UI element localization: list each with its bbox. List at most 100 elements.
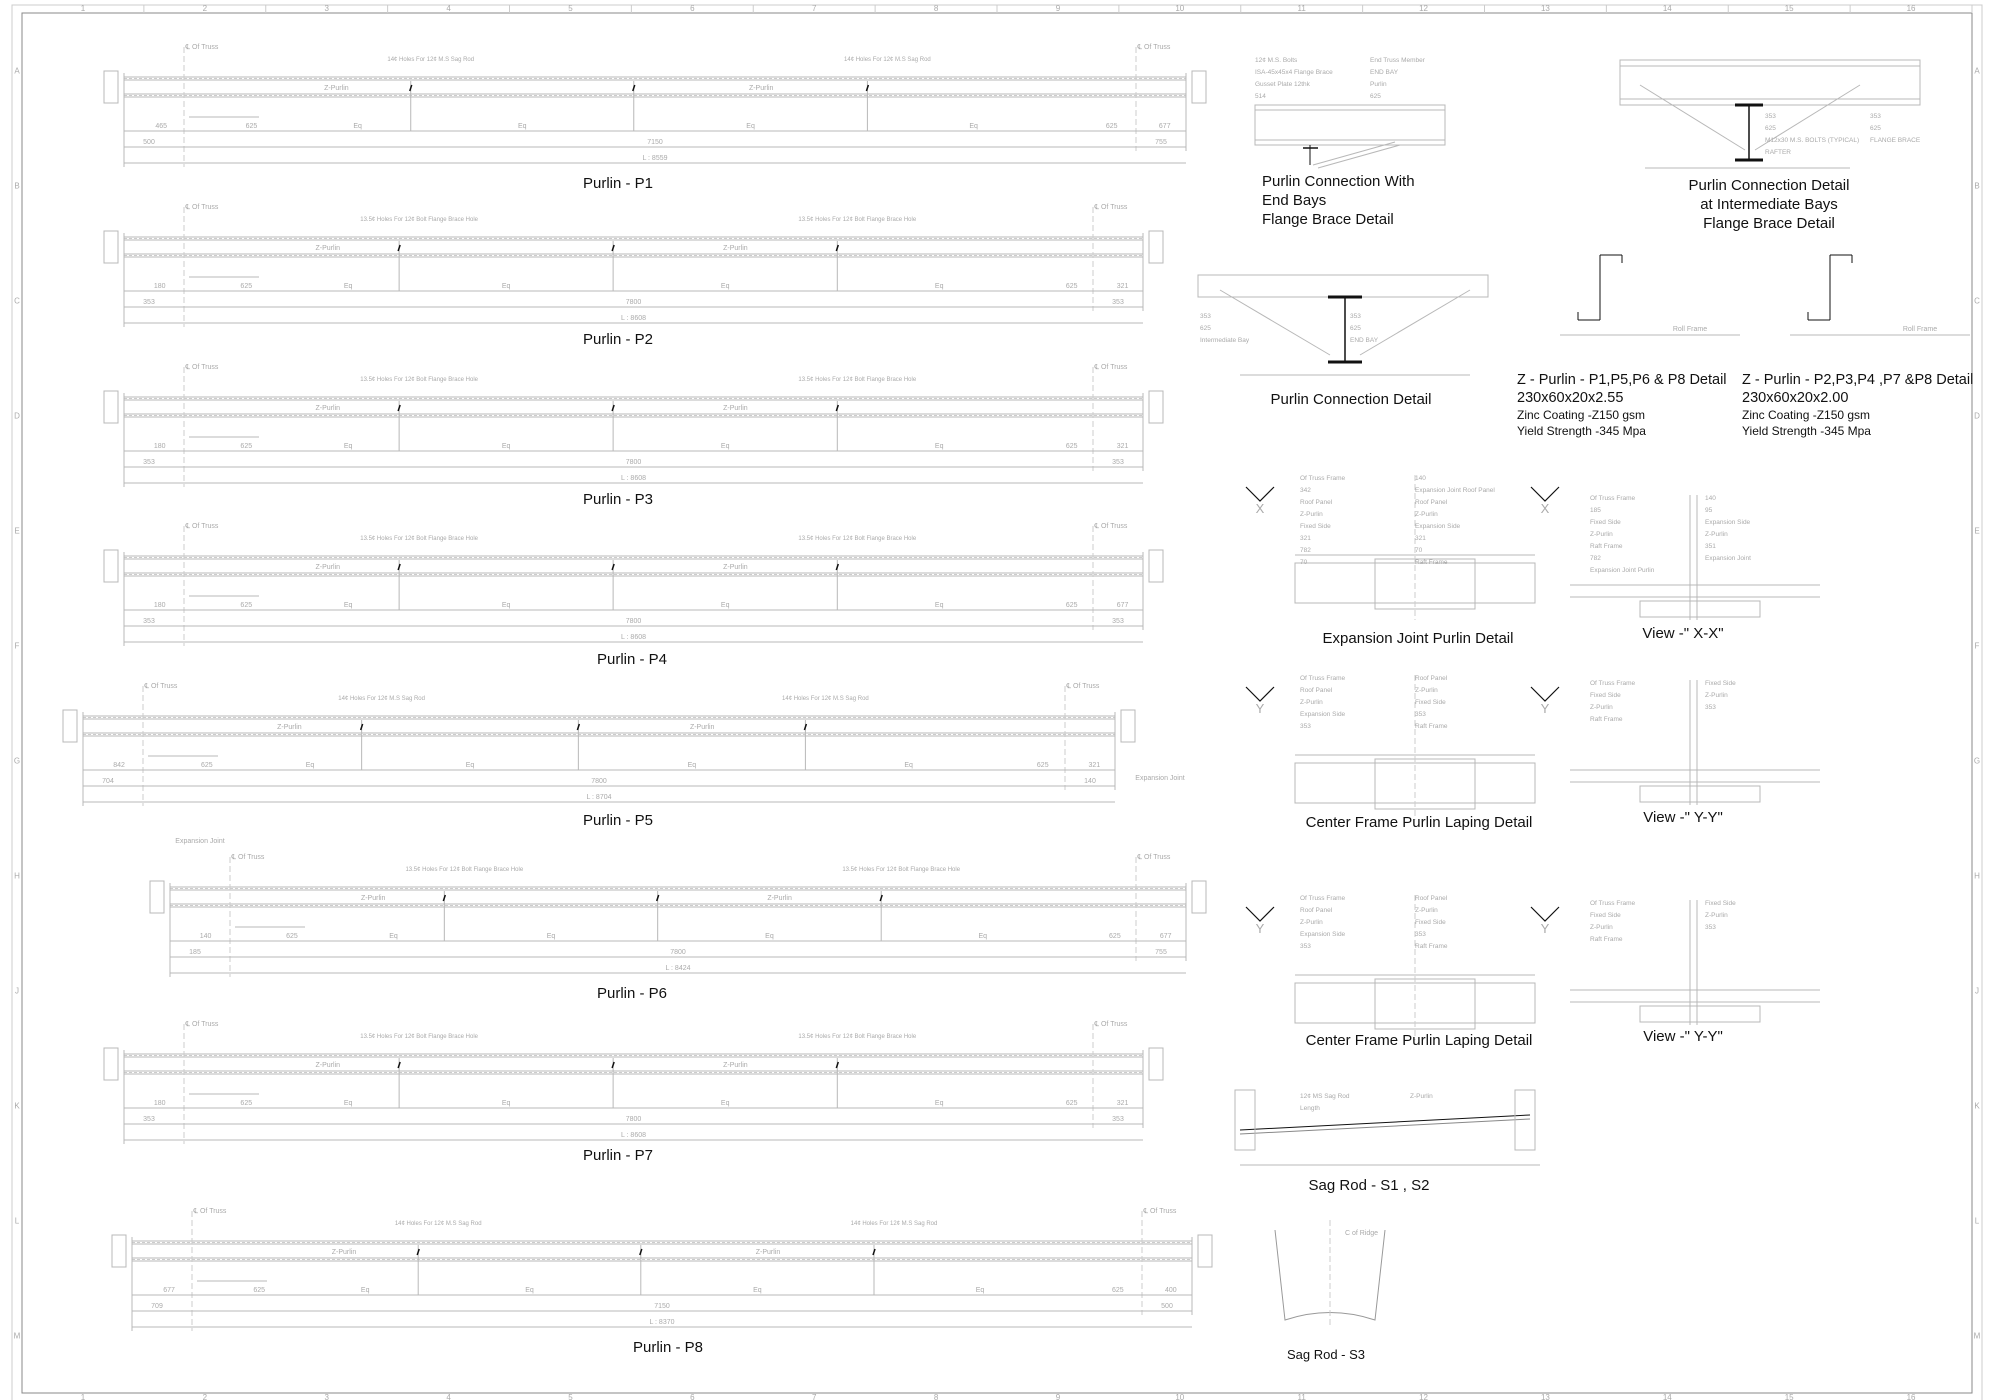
column-number: 5 [568,1393,573,1400]
sag-rod-tick [611,244,615,252]
row-letter: E [14,527,19,536]
truss-label: ℄ Of Truss [1066,683,1100,690]
intermediate-label: 625 [1870,125,1881,132]
dimension-label: 625 [240,602,252,609]
end-dimension: 500 [1161,1303,1173,1310]
end-bay-label: End Truss Member [1370,57,1426,64]
lap-label: Z-Purlin [1415,907,1438,914]
total-dimension: 7150 [647,139,663,146]
end-section [1148,1047,1164,1081]
column-number: 14 [1663,4,1672,13]
end-bay-label: 625 [1370,93,1381,100]
end-section [103,230,119,264]
flange-brace [1317,144,1401,169]
truss-label: ℄ Of Truss [1143,1208,1177,1215]
z-purlin-label: Z-Purlin [324,85,349,92]
dimension-label: 625 [286,933,298,940]
end-bay-label: ISA-45x45x4 Flange Brace [1255,69,1333,76]
view-label: 353 [1705,704,1716,711]
end-dimension: 709 [151,1303,163,1310]
dimension-label: 180 [154,602,166,609]
hole-note: 14¢ Holes For 12¢ M.S Sag Rod [844,57,931,63]
hole-note: 14¢ Holes For 12¢ M.S Sag Rod [395,1221,482,1227]
end-section [103,70,119,104]
z-purlin-label: Z-Purlin [690,724,715,731]
intermediate-label: RAFTER [1765,149,1791,156]
dimension-label: Eq [525,1287,534,1294]
total-dimension: 7800 [670,949,686,956]
view-label: 353 [1705,924,1716,931]
sag-rod-s1-s2-title: Sag Rod - S1 , S2 [1308,1177,1430,1194]
view-label: Expansion Side [1705,519,1751,526]
column-number: 5 [568,4,573,13]
lap-label: 70 [1300,559,1308,566]
column-number: 2 [203,1393,208,1400]
column-number: 16 [1907,1393,1916,1400]
column-number: 15 [1785,1393,1794,1400]
dimension-label: Eq [344,1100,353,1107]
truss-label: ℄ Of Truss [185,1021,219,1028]
spec-size: 230x60x20x2.55 [1517,390,1624,406]
z-purlin-label: Z-Purlin [332,1249,357,1256]
row-letter: J [1975,987,1979,996]
dimension-label: Eq [466,762,475,769]
view-label: Fixed Side [1590,912,1621,919]
hole-note: 13.5¢ Holes For 12¢ Bolt Flange Brace Ho… [798,217,916,223]
title-line: Purlin Connection Detail [1688,177,1850,194]
column-number: 15 [1785,4,1794,13]
end-dimension: 755 [1155,949,1167,956]
ridge-label: C of Ridge [1345,1230,1378,1237]
truss-label: ℄ Of Truss [1094,364,1128,371]
z-purlin-p2-spec: Z - Purlin - P2,P3,P4 ,P7 &P8 Detail 230… [1742,371,1973,439]
section-marker-icon [1245,906,1275,922]
sag-rod-tick [835,563,840,571]
connection-purlin [1197,274,1489,298]
dimension-label: 465 [155,123,167,130]
spec-coating: Zinc Coating -Z150 gsm [1517,408,1646,422]
truss-label: ℄ Of Truss [185,44,219,51]
purlin-p5-title: Purlin - P5 [582,812,654,829]
view-xx-title: View -" X-X" [1642,625,1724,642]
dimension-label: 625 [1037,762,1049,769]
roll-frame-label: Roll Frame [1673,326,1707,333]
dimension-label: Eq [969,123,978,130]
sag-rod-tick [409,84,413,92]
sag-rod-tick [835,404,840,412]
lap-label: Raft Frame [1415,559,1448,566]
row-letter: J [15,987,19,996]
end-section [1148,549,1164,583]
lap-label: Expansion Joint Roof Panel [1415,487,1495,494]
sag-rod-tick [397,563,401,571]
end-bay-label: 514 [1255,93,1266,100]
row-letter: A [1974,67,1980,76]
sag-rod-tick [611,1061,615,1069]
intermediate-label: FLANGE BRACE [1870,137,1921,144]
section-letter: X [1256,501,1265,516]
sheet-border [21,12,1973,1394]
lap-label: Roof Panel [1415,895,1448,902]
lap-label: 140 [1415,475,1426,482]
dimension-label: 321 [1089,762,1101,769]
lap-label: Z-Purlin [1415,511,1438,518]
row-letter: F [15,642,20,651]
sag-rod-tick [442,894,447,902]
sag-rod-tick [397,1061,401,1069]
expansion-joint-label: Expansion Joint [1135,775,1184,782]
view-label: 782 [1590,555,1601,562]
connection-label: Intermediate Bay [1200,337,1250,344]
intermediate-bay-detail-title: Purlin Connection Detail at Intermediate… [1689,176,1850,233]
lap-label: Raft Frame [1415,943,1448,950]
column-number: 11 [1298,4,1307,13]
z-purlin-label: Z-Purlin [277,724,302,731]
column-number: 14 [1663,1393,1672,1400]
column-number: 9 [1056,4,1061,13]
view-label: Of Truss Frame [1590,900,1636,907]
column-number: 16 [1907,4,1916,13]
lap-label: 353 [1300,943,1311,950]
total-dimension: 7800 [626,459,642,466]
view-label: Fixed Side [1705,680,1736,687]
end-section [62,709,78,743]
hole-note: 14¢ Holes For 12¢ M.S Sag Rod [782,696,869,702]
sag-rod-tick [416,1248,420,1256]
dimension-label: 625 [240,283,252,290]
